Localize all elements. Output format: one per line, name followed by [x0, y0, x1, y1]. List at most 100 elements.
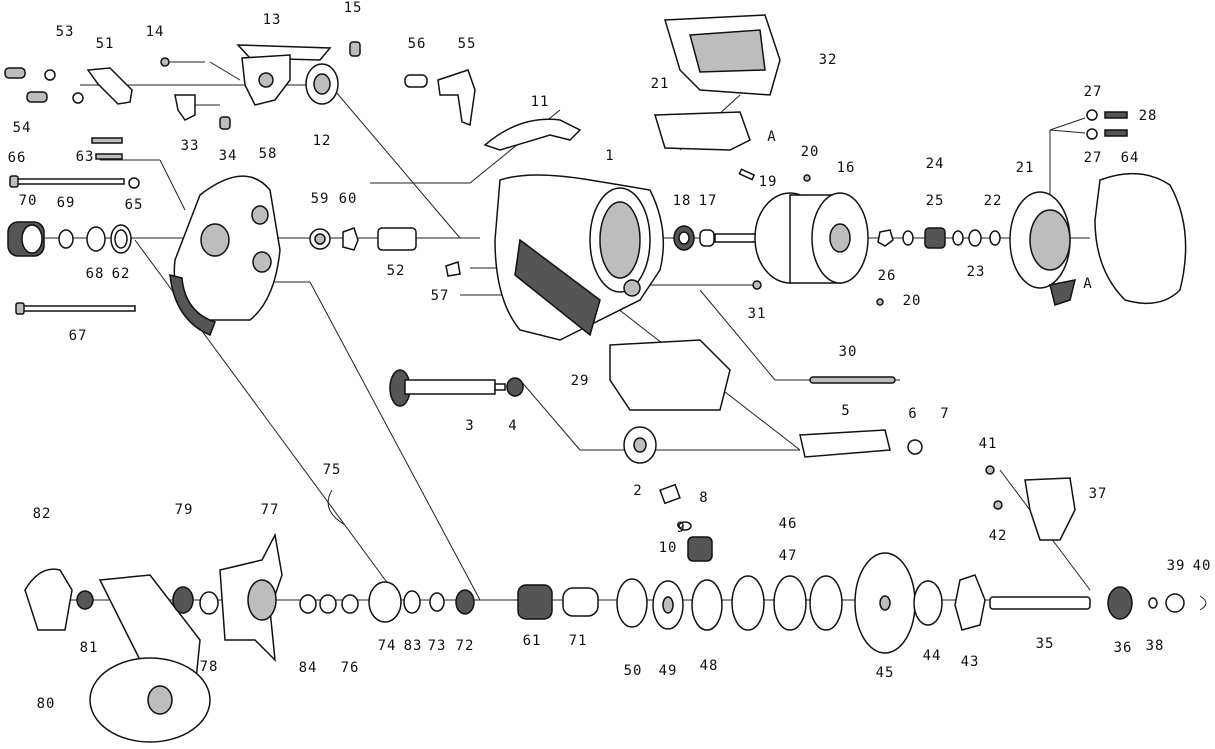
callout-51: 51	[96, 36, 115, 52]
callout-39: 39	[1167, 558, 1186, 574]
callout-52: 52	[387, 263, 406, 279]
callout-38: 38	[1146, 638, 1165, 654]
callout-48: 48	[700, 658, 719, 674]
callout-66: 66	[8, 150, 27, 166]
callout-46: 46	[779, 516, 798, 532]
callout-20: 20	[903, 293, 922, 309]
callout-62: 62	[112, 266, 131, 282]
callout-79: 79	[175, 502, 194, 518]
callout-74: 74	[378, 638, 397, 654]
callout-68: 68	[86, 266, 105, 282]
callout-58: 58	[259, 146, 278, 162]
callout-1: 1	[605, 148, 614, 164]
callout-18: 18	[673, 193, 692, 209]
callout-4: 4	[508, 418, 517, 434]
callout-A: A	[1083, 276, 1092, 292]
callout-63: 63	[76, 149, 95, 165]
callout-83: 83	[404, 638, 423, 654]
callout-45: 45	[876, 665, 895, 681]
callout-21: 21	[1016, 160, 1035, 176]
callout-59: 59	[311, 191, 330, 207]
callout-31: 31	[748, 306, 767, 322]
callout-22: 22	[984, 193, 1003, 209]
callout-28: 28	[1139, 108, 1158, 124]
callout-15: 15	[344, 0, 363, 16]
callout-60: 60	[339, 191, 358, 207]
callout-10: 10	[659, 540, 678, 556]
callout-27: 27	[1084, 150, 1103, 166]
callout-29: 29	[571, 373, 590, 389]
callout-24: 24	[926, 156, 945, 172]
callout-32: 32	[819, 52, 838, 68]
callout-82: 82	[33, 506, 52, 522]
callout-72: 72	[456, 638, 475, 654]
callout-7: 7	[940, 406, 949, 422]
callout-11: 11	[531, 94, 550, 110]
part-58-shape	[169, 175, 281, 336]
callout-16: 16	[837, 160, 856, 176]
part-shapes	[4, 14, 1207, 743]
callout-76: 76	[341, 660, 360, 676]
callout-35: 35	[1036, 636, 1055, 652]
callout-50: 50	[624, 663, 643, 679]
callout-25: 25	[926, 193, 945, 209]
callout-23: 23	[967, 264, 986, 280]
callout-12: 12	[313, 133, 332, 149]
part-16-shape	[714, 192, 869, 284]
callout-3: 3	[465, 418, 474, 434]
callout-26: 26	[878, 268, 897, 284]
callout-55: 55	[458, 36, 477, 52]
callout-80: 80	[37, 696, 56, 712]
part-3-shape	[389, 369, 506, 407]
callout-30: 30	[839, 344, 858, 360]
callout-64: 64	[1121, 150, 1140, 166]
callout-2: 2	[633, 483, 642, 499]
callout-84: 84	[299, 660, 318, 676]
callout-36: 36	[1114, 640, 1133, 656]
part-21-right-shape	[1009, 191, 1077, 306]
callout-81: 81	[80, 640, 99, 656]
callout-78: 78	[200, 659, 219, 675]
callout-5: 5	[841, 403, 850, 419]
callout-13: 13	[263, 12, 282, 28]
part-54-springs	[4, 67, 48, 103]
callout-71: 71	[569, 633, 588, 649]
part-66-shape	[9, 175, 125, 188]
callout-27: 27	[1084, 84, 1103, 100]
callout-37: 37	[1089, 486, 1108, 502]
callout-43: 43	[961, 654, 980, 670]
callout-40: 40	[1193, 558, 1212, 574]
callout-49: 49	[659, 663, 678, 679]
callout-53: 53	[56, 24, 75, 40]
callout-67: 67	[69, 328, 88, 344]
callout-57: 57	[431, 288, 450, 304]
part-1-shape	[494, 174, 665, 341]
callout-73: 73	[428, 638, 447, 654]
callout-17: 17	[699, 193, 718, 209]
callout-21: 21	[651, 76, 670, 92]
callout-20: 20	[801, 144, 820, 160]
callout-33: 33	[181, 138, 200, 154]
callout-14: 14	[146, 24, 165, 40]
callout-44: 44	[923, 648, 942, 664]
callout-6: 6	[908, 406, 917, 422]
callout-75: 75	[323, 462, 342, 478]
callout-42: 42	[989, 528, 1008, 544]
callout-47: 47	[779, 548, 798, 564]
part-82-shape	[24, 568, 73, 631]
callout-65: 65	[125, 197, 144, 213]
callout-70: 70	[19, 193, 38, 209]
callout-9: 9	[676, 520, 685, 536]
callout-41: 41	[979, 436, 998, 452]
callout-69: 69	[57, 195, 76, 211]
callout-56: 56	[408, 36, 427, 52]
callout-34: 34	[219, 148, 238, 164]
part-70-shape	[7, 221, 45, 257]
callout-8: 8	[699, 490, 708, 506]
callout-61: 61	[523, 633, 542, 649]
callout-19: 19	[759, 174, 778, 190]
callout-77: 77	[261, 502, 280, 518]
callout-54: 54	[13, 120, 32, 136]
